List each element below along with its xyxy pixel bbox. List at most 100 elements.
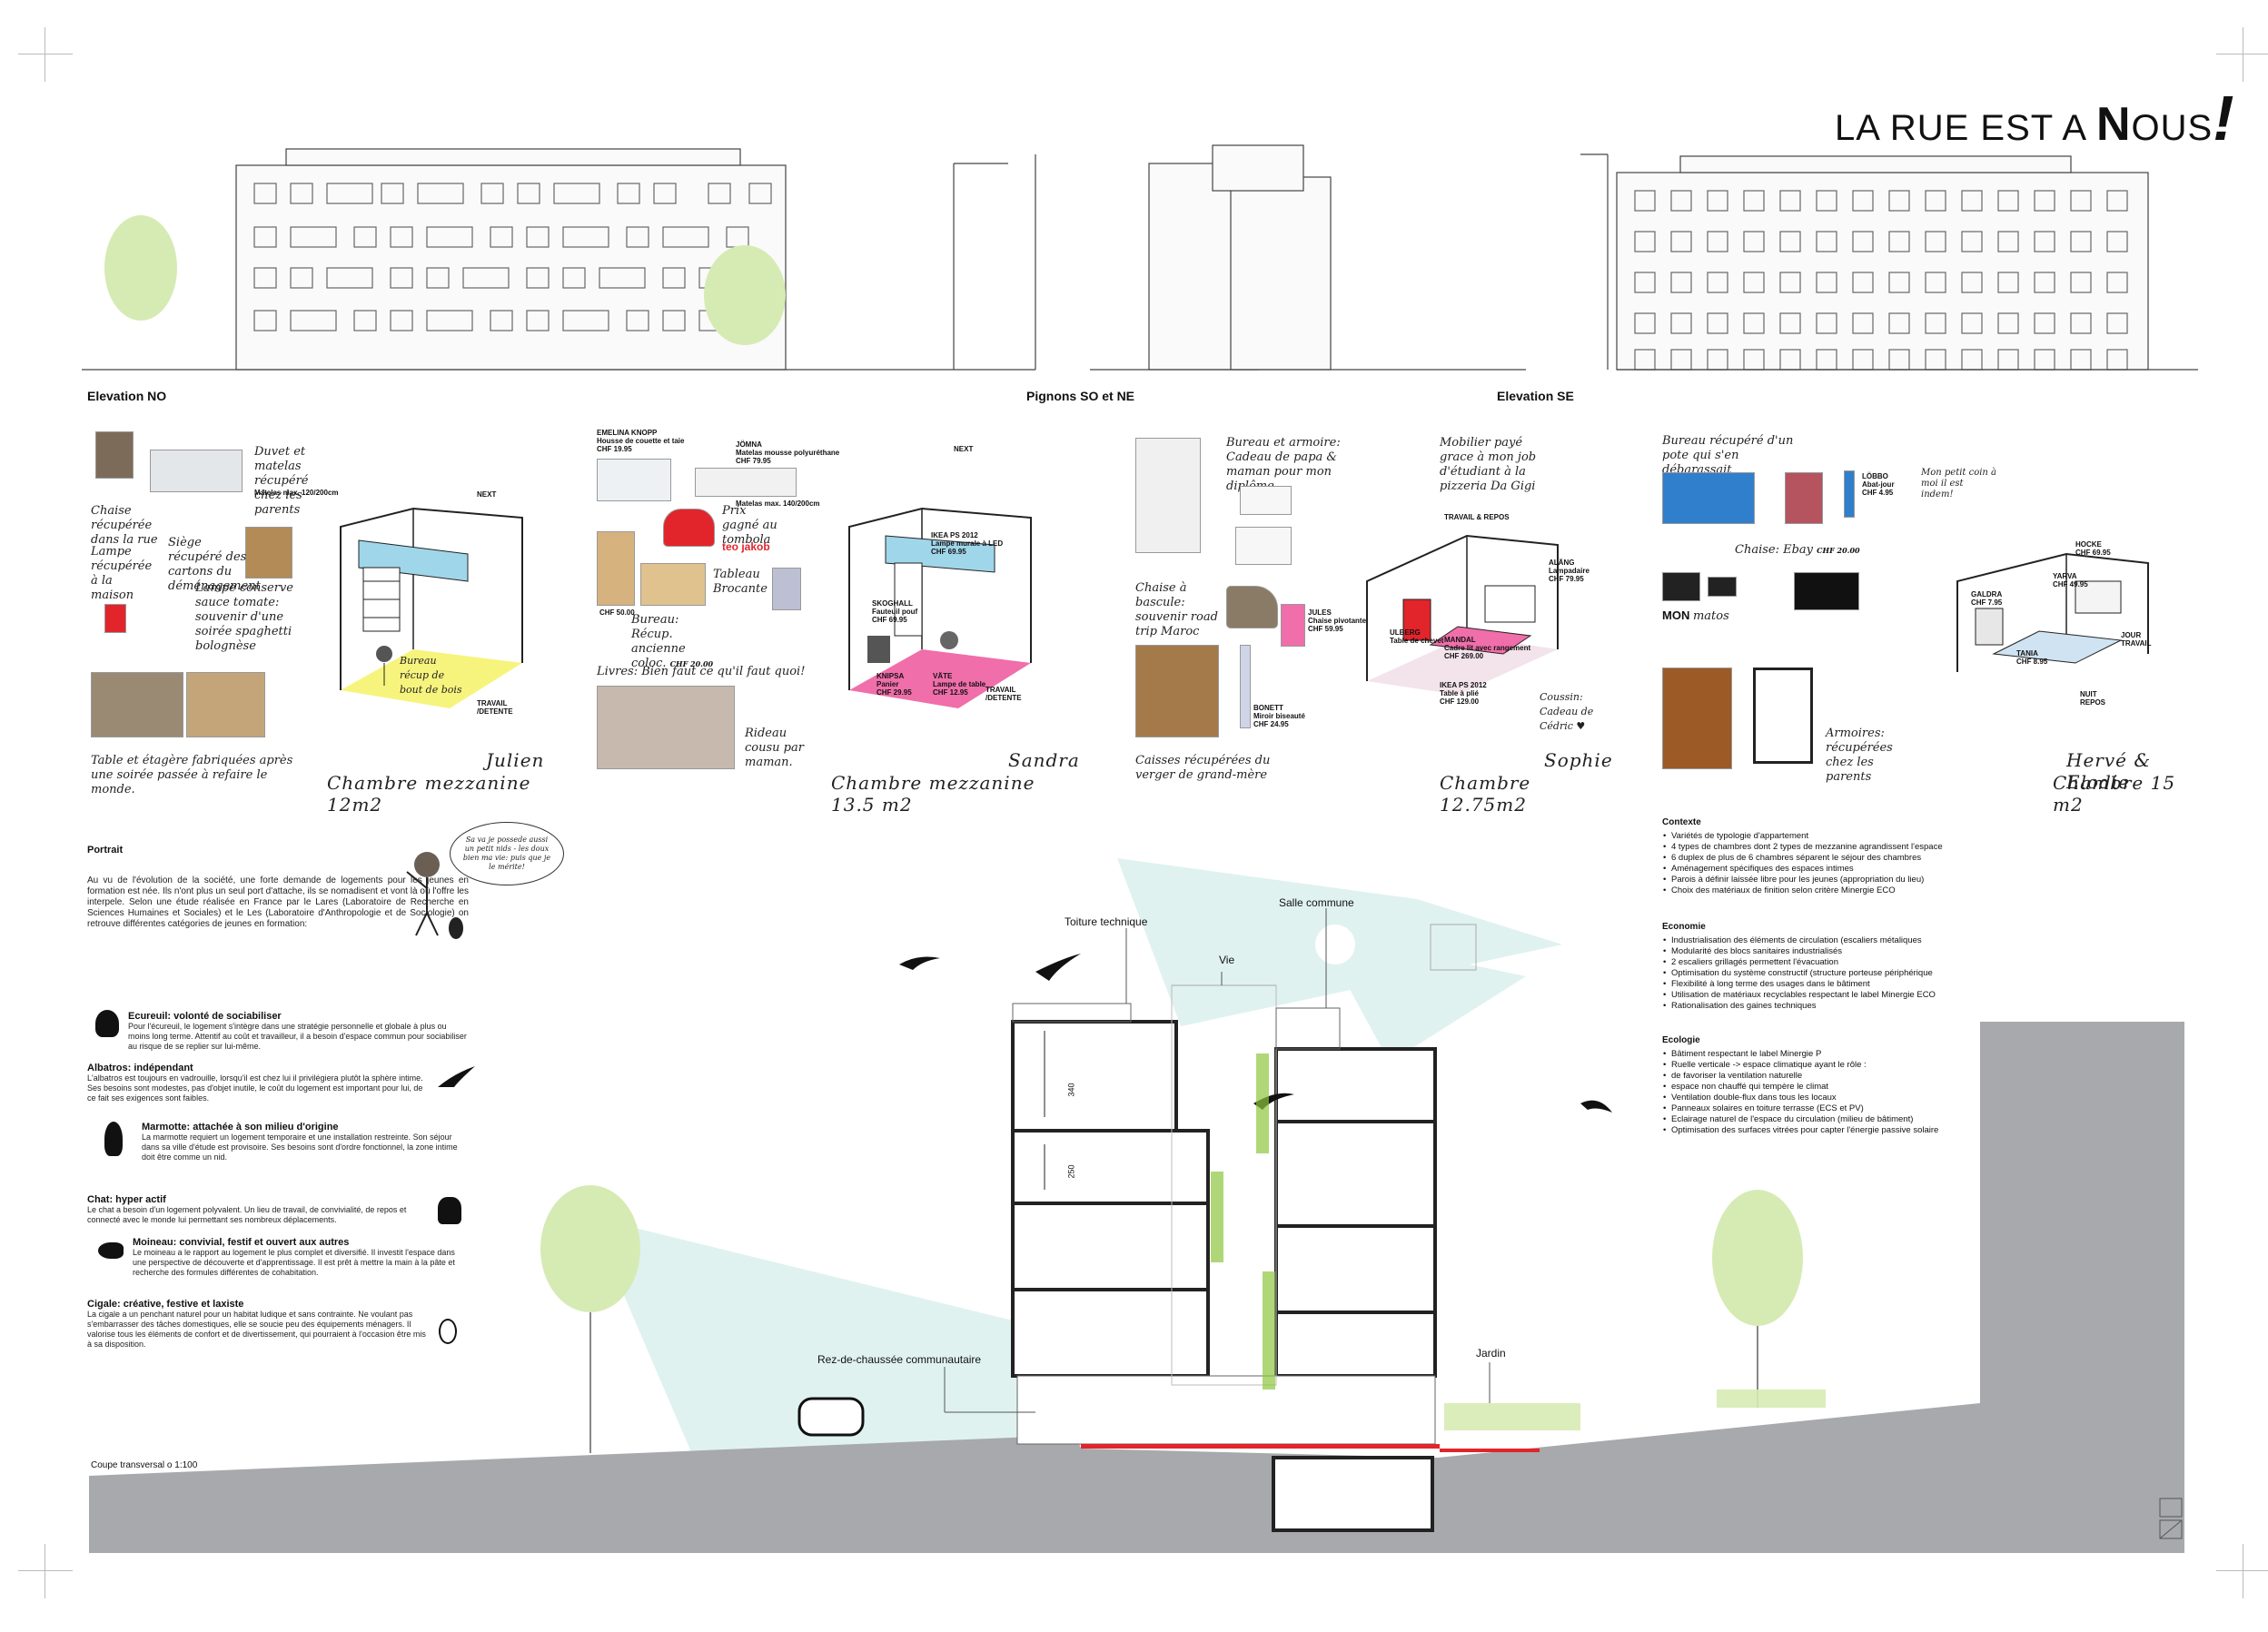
note-matelas-size: Matelas max. 120/200cm (254, 489, 339, 497)
note-bureau-sandra: Bureau: Récup. ancienne coloc. CHF 20.00 (631, 613, 714, 670)
ecologie-list: Bâtiment respectant le label Minergie P … (1662, 1049, 1980, 1136)
animal-moineau: Moineau: convivial, festif et ouvert aux… (133, 1237, 455, 1277)
label-elevation-se: Elevation SE (1497, 389, 1574, 403)
duvet-cover-photo (597, 459, 671, 501)
note-bureau-pote: Bureau récupéré d'un pote qui s'en débar… (1662, 434, 1794, 477)
room-drawing-herve (1956, 552, 2149, 672)
jour-travail-label: JOUR TRAVAIL (2121, 631, 2152, 648)
books-photo (597, 686, 735, 769)
price-50: CHF 50.00 (599, 608, 635, 617)
room-type-herve-elodie: Chambre 15 m2 (2053, 772, 2176, 816)
room-type-julien: Chambre mezzanine 12m2 (327, 772, 531, 816)
ecologie-block: Ecologie Bâtiment respectant le label Mi… (1662, 1035, 1980, 1136)
chair-photo (95, 431, 134, 479)
room-name-sophie: Sophie (1544, 749, 1613, 771)
next-arrow-julien: NEXT (477, 490, 497, 499)
note-table: Table et étagère fabriquées après une so… (91, 754, 293, 796)
next-arrow-sandra: NEXT (954, 445, 974, 453)
room-type-sandra: Chambre mezzanine 13.5 m2 (831, 772, 1035, 816)
section-caption: Coupe transversal o 1:100 (91, 1460, 198, 1470)
note-rideau: Rideau cousu par maman. (745, 727, 804, 769)
room-drawing-sophie (1366, 534, 1559, 695)
room-name-herve-elodie: Hervé & Elodie (2066, 749, 2152, 793)
room-drawing-sandra (848, 507, 1032, 708)
room-drawing-julien (340, 507, 523, 708)
room-panel-julien: Duvet et matelas récupéré chez les paren… (86, 427, 568, 816)
foam-mattress-photo (695, 468, 797, 497)
room-name-sandra: Sandra (1008, 749, 1080, 771)
dim-340: 340 (1066, 1083, 1076, 1097)
metal-rack-photo (1753, 668, 1813, 764)
albatros-icon (438, 1066, 475, 1087)
note-lampe-conserve: Lampe conserve sauce tomate: souvenir d'… (195, 581, 293, 653)
animal-chat: Chat: hyper actif Le chat a besoin d'un … (87, 1194, 407, 1224)
travail-repos-sophie: TRAVAIL & REPOS (1444, 513, 1510, 521)
room-type-sophie: Chambre 12.75m2 (1440, 772, 1531, 816)
crop-mark-tr (2216, 27, 2268, 82)
note-siege: Siège récupéré des cartons du déménageme… (168, 536, 261, 593)
note-caisses: Caisses récupérées du verger de grand-mè… (1135, 754, 1271, 782)
note-livres: Livres: Bien faut ce qu'il faut quoi! (597, 665, 806, 678)
teo-jakob-logo: teo jakob (722, 540, 770, 553)
label-rez: Rez-de-chaussée communautaire (817, 1353, 982, 1366)
jomna-size: Matelas max. 140/200cm (736, 499, 820, 508)
note-prix: Prix gagné au tombola (722, 504, 777, 547)
label-elevation-no: Elevation NO (87, 389, 167, 403)
portrait-section: Portrait Au vu de l'évolution de la soci… (87, 845, 469, 930)
label-salle-commune: Salle commune (1279, 896, 1354, 909)
label-jardin: Jardin (1476, 1347, 1506, 1360)
note-bureau-julien: Bureau récup de bout de bois (400, 655, 462, 696)
note-armoires: Armoires: récupérées chez les parents (1826, 727, 1893, 784)
mirror-photo (1240, 645, 1251, 728)
note-coussin: Coussin: Cadeau de Cédric ♥ (1540, 691, 1594, 732)
console-photo (1708, 577, 1737, 597)
dim-250: 250 (1066, 1164, 1076, 1179)
portrait-heading: Portrait (87, 845, 124, 856)
label-toiture-technique: Toiture technique (1065, 915, 1148, 928)
portrait-body: Au vu de l'évolution de la société, une … (87, 875, 469, 929)
animal-cigale: Cigale: créative, festive et laxiste La … (87, 1299, 426, 1349)
tv-photo (1794, 572, 1859, 610)
portrait-avatar (400, 845, 463, 939)
nuit-repos-label: NUIT REPOS (2080, 690, 2106, 707)
travail-julien: TRAVAIL /DETENTE (477, 699, 513, 716)
label-vie: Vie (1219, 954, 1235, 966)
room-panel-herve-elodie: Bureau récupéré d'un pote qui s'en débar… (1658, 427, 2198, 816)
poster-title: LA RUE EST A NOUS! (1835, 83, 2235, 153)
mon-matos-label: MON matos (1662, 608, 1729, 623)
economie-list: Industrialisation des éléments de circul… (1662, 935, 1980, 1012)
cardboard-seat-photo (245, 527, 292, 579)
shelf-photo (597, 531, 635, 606)
red-lamp-photo (104, 604, 126, 633)
stereo-photo (1662, 572, 1700, 601)
wardrobe-photo-sophie (1135, 438, 1201, 553)
contexte-block: Contexte Variétés de typologie d'apparte… (1662, 817, 1980, 896)
desk-chair-pink (1281, 604, 1305, 647)
animal-albatros: Albatros: indépendant L'albatros est tou… (87, 1063, 423, 1103)
room-panel-sophie: Bureau et armoire: Cadeau de papa & mama… (1131, 427, 1621, 816)
striped-chair-photo (1785, 472, 1823, 524)
label-pignons: Pignons SO et NE (1026, 389, 1135, 403)
note-chaise-bascule: Chaise à bascule: souvenir road trip Mar… (1135, 581, 1218, 638)
crop-mark-br (2216, 1544, 2268, 1598)
wood-armoire-photo (1662, 668, 1732, 769)
crop-mark-bl (18, 1544, 73, 1598)
squirrel-icon (95, 1010, 119, 1037)
crop-mark-tl (18, 27, 73, 82)
lobbo-lamp-photo (1844, 470, 1855, 518)
travail-sandra: TRAVAIL /DETENTE (985, 686, 1022, 702)
cat-icon (438, 1197, 461, 1224)
rocking-chair-photo (663, 509, 715, 547)
